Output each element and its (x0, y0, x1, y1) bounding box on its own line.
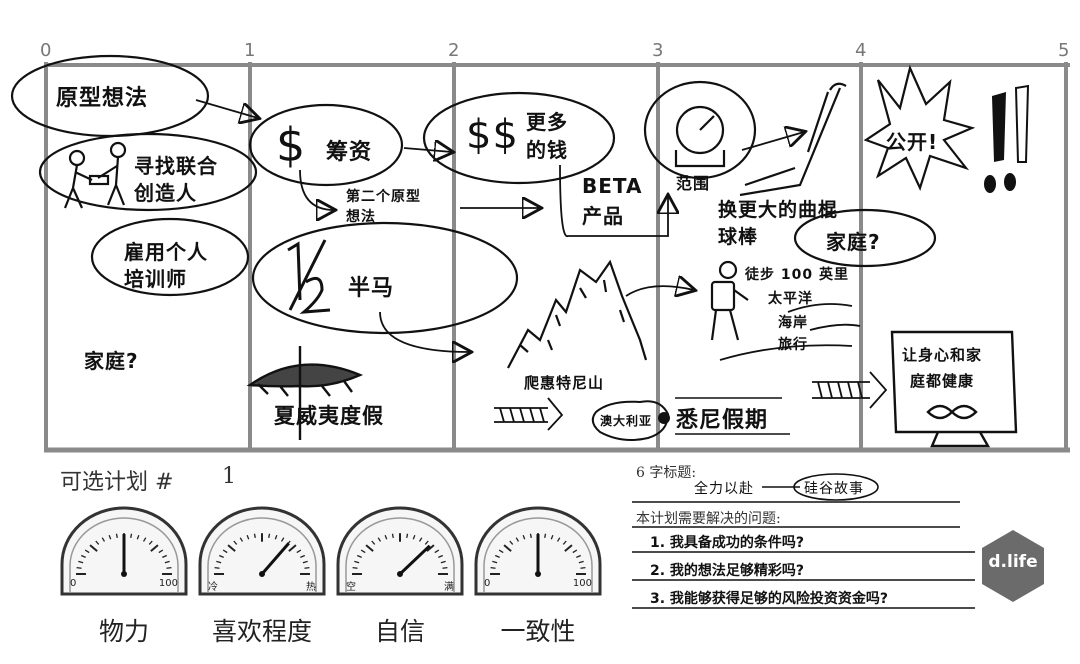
scope-text: 范围 (676, 174, 711, 193)
tick-label-0: 0 (40, 40, 52, 61)
hire-coach-line-2: 培训师 (124, 267, 187, 291)
headline-decor (632, 473, 960, 503)
tick-label-2: 2 (448, 40, 460, 61)
sydney-vacation-text: 悉尼假期 (676, 408, 769, 433)
gauge-min-label: 空 (346, 582, 356, 593)
explosion-icon (863, 64, 976, 192)
hatched-arrow-4 (812, 371, 888, 409)
gauge-min-label: 冷 (208, 582, 218, 593)
logo-text: d.life (988, 552, 1038, 572)
hike-line-2: 太平洋 (768, 291, 813, 307)
logo-hexagon (982, 530, 1044, 602)
double-dollar-icon: $$ (466, 112, 519, 158)
health-line-1: 让身心和家 (902, 346, 983, 364)
half-glyph-icon (287, 239, 331, 314)
family-question-text-3: 家庭? (826, 230, 881, 254)
second-prototype-line-1: 第二个原型 (346, 189, 421, 205)
ellipse-half-marathon (251, 221, 519, 335)
australia-map-icon (591, 400, 670, 441)
gauge-dial (198, 506, 326, 596)
headline-text-left: 全力以赴 (694, 481, 754, 497)
cofounder-figures-icon (63, 141, 127, 209)
hockey-stick-icon (739, 82, 847, 197)
prototype-idea-text: 原型想法 (56, 86, 149, 111)
hike-line-4: 旅行 (778, 337, 808, 353)
question-underlines (632, 526, 975, 609)
gauge-4: 0 100 一致性 (470, 504, 606, 646)
gauge-2: 冷 热喜欢程度 (194, 504, 330, 646)
gauge-3: 空 满自信 (332, 504, 468, 646)
half-marathon-text: 半马 (348, 276, 395, 301)
clock-icon (643, 80, 757, 180)
family-question-text-0: 家庭? (84, 349, 139, 373)
gauge-1: 0 100 物力 (56, 504, 192, 646)
ocean-lines (719, 303, 861, 361)
climb-mountain-text: 爬惠特尼山 (524, 374, 605, 392)
health-line-2: 庭都健康 (910, 372, 975, 390)
gauge-dial (336, 506, 464, 596)
second-prototype-line-2: 想法 (346, 209, 376, 225)
go-public-text: 公开! (886, 130, 939, 154)
gauge-label: 物力 (98, 617, 149, 646)
gauge-min-label: 0 (484, 578, 491, 589)
gauge-max-label: 满 (444, 582, 454, 593)
plan-label: 可选计划 # (60, 470, 174, 495)
beta-product-line-2: 产品 (582, 204, 624, 228)
gauge-min-label: 0 (70, 578, 77, 589)
more-money-line-1: 更多 (526, 110, 568, 134)
gauge-label: 自信 (374, 617, 425, 646)
exclamation-icon (984, 84, 1030, 193)
gauge-needle (398, 544, 431, 576)
bigger-stick-line-1: 换更大的曲棍 (718, 199, 839, 221)
funding-text: 筹资 (326, 140, 373, 165)
dollar-icon: $ (276, 118, 307, 172)
hire-coach-line-1: 雇用个人 (124, 240, 208, 264)
question-item-1: 1. 我具备成功的条件吗? (650, 535, 805, 551)
gauge-label: 一致性 (500, 617, 576, 646)
question-item-2: 2. 我的想法足够精彩吗? (650, 563, 805, 579)
mountain-icon (507, 259, 648, 369)
tick-label-1: 1 (244, 40, 256, 61)
more-money-line-2: 的钱 (526, 138, 568, 162)
hawaii-vacation-text: 夏威夷度假 (274, 404, 384, 428)
question-item-3: 3. 我能够获得足够的风险投资资金吗? (650, 591, 889, 607)
tick-label-5: 5 (1058, 40, 1070, 61)
hike-line-3: 海岸 (778, 315, 808, 331)
gauge-dial (474, 506, 602, 596)
ellipse-family-3 (793, 208, 937, 268)
flow-arrows (195, 99, 804, 352)
questions-title: 本计划需要解决的问题: (636, 511, 781, 527)
headline-text-right: 硅谷故事 (804, 481, 864, 497)
australia-text: 澳大利亚 (600, 414, 653, 428)
gauge-max-label: 100 (158, 578, 178, 589)
ellipse-funding (248, 103, 404, 187)
find-cofounder-line-2: 创造人 (134, 181, 197, 205)
umbrella-icon (246, 346, 364, 440)
tick-label-4: 4 (855, 40, 867, 61)
hiker-icon (710, 260, 749, 341)
gauge-label: 喜欢程度 (211, 617, 312, 646)
plan-number: 1 (222, 464, 236, 489)
monitor-icon (890, 330, 1018, 448)
tick-label-3: 3 (652, 40, 664, 61)
gauge-max-label: 热 (306, 582, 316, 593)
map-pin-icon (658, 412, 670, 424)
gauge-max-label: 100 (572, 578, 592, 589)
gauge-needle (260, 542, 290, 575)
find-cofounder-line-1: 寻找联合 (134, 154, 218, 178)
bigger-stick-line-2: 球棒 (718, 226, 759, 248)
beta-product-line-1: BETA (582, 174, 643, 198)
ellipse-more-money (422, 91, 616, 185)
ellipse-cofounder (38, 132, 258, 212)
gauge-dial (60, 506, 188, 596)
headline-label: 6 字标题: (636, 465, 697, 481)
hike-line-1: 徒步 100 英里 (745, 267, 849, 283)
hatched-arrow-2 (494, 397, 564, 431)
ellipse-coach (90, 217, 250, 297)
dlife-logo (982, 530, 1044, 602)
